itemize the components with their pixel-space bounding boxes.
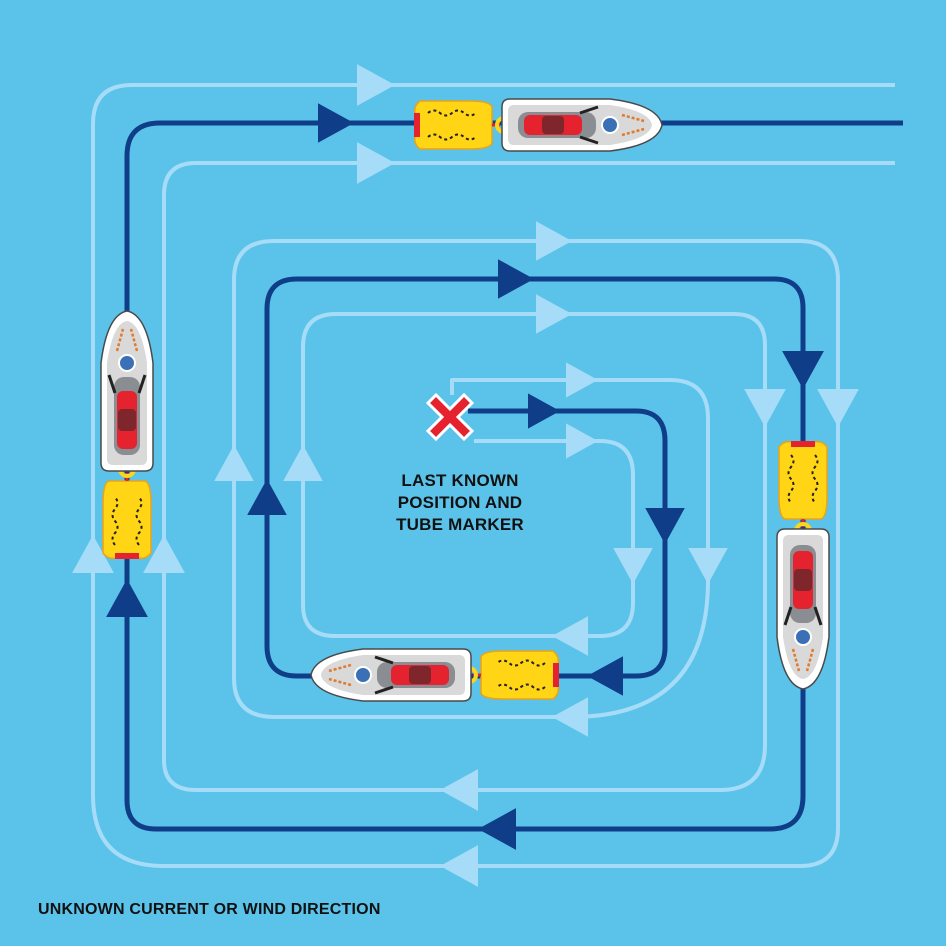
arrow-light-3 bbox=[72, 535, 114, 573]
last-known-position-label: LAST KNOWN POSITION AND TUBE MARKER bbox=[360, 470, 560, 536]
arrow-dark-inner-left bbox=[247, 479, 287, 515]
arrow-light-5 bbox=[440, 769, 478, 811]
arrow-light-4 bbox=[143, 535, 185, 573]
arrow-dark-inner-right bbox=[645, 508, 685, 544]
path-light-outer-2 bbox=[162, 161, 895, 792]
arrow-dark-bottom bbox=[478, 808, 516, 850]
watercraft-top-icon bbox=[412, 97, 664, 153]
arrow-dark-right bbox=[782, 351, 824, 389]
arrow-light-14 bbox=[552, 697, 588, 737]
arrow-light-15 bbox=[613, 548, 653, 584]
arrow-light-13 bbox=[552, 616, 588, 656]
search-paths bbox=[91, 83, 903, 868]
arrow-light-17 bbox=[566, 362, 598, 398]
arrow-dark-top bbox=[318, 103, 354, 143]
label-line-3: TUBE MARKER bbox=[396, 515, 524, 534]
arrow-light-11 bbox=[214, 445, 254, 481]
arrow-dark-left bbox=[106, 579, 148, 617]
last-known-position-marker-icon bbox=[425, 392, 475, 442]
arrow-light-8 bbox=[817, 389, 859, 427]
arrow-light-10 bbox=[536, 294, 572, 334]
label-line-1: LAST KNOWN bbox=[401, 471, 519, 490]
arrow-light-6 bbox=[440, 845, 478, 887]
arrow-dark-inner-top bbox=[498, 259, 534, 299]
arrow-light-16 bbox=[688, 548, 728, 584]
direction-arrows bbox=[72, 64, 859, 887]
arrow-light-2 bbox=[357, 142, 395, 184]
current-direction-label: UNKNOWN CURRENT OR WIND DIRECTION bbox=[38, 901, 381, 918]
arrow-dark-inner-bottom bbox=[587, 656, 623, 696]
arrow-light-7 bbox=[744, 389, 786, 427]
arrow-light-9 bbox=[536, 221, 572, 261]
path-light-outer-1 bbox=[91, 83, 895, 868]
watercraft-right-icon bbox=[775, 439, 831, 691]
path-dark-main bbox=[124, 120, 903, 832]
arrow-light-12 bbox=[283, 445, 323, 481]
label-line-2: POSITION AND bbox=[397, 493, 523, 512]
arrow-dark-center bbox=[528, 393, 560, 429]
arrow-light-1 bbox=[357, 64, 395, 106]
arrow-light-18 bbox=[566, 423, 598, 459]
watercraft-left-icon bbox=[99, 309, 155, 561]
watercraft-bottom-icon bbox=[309, 647, 561, 703]
